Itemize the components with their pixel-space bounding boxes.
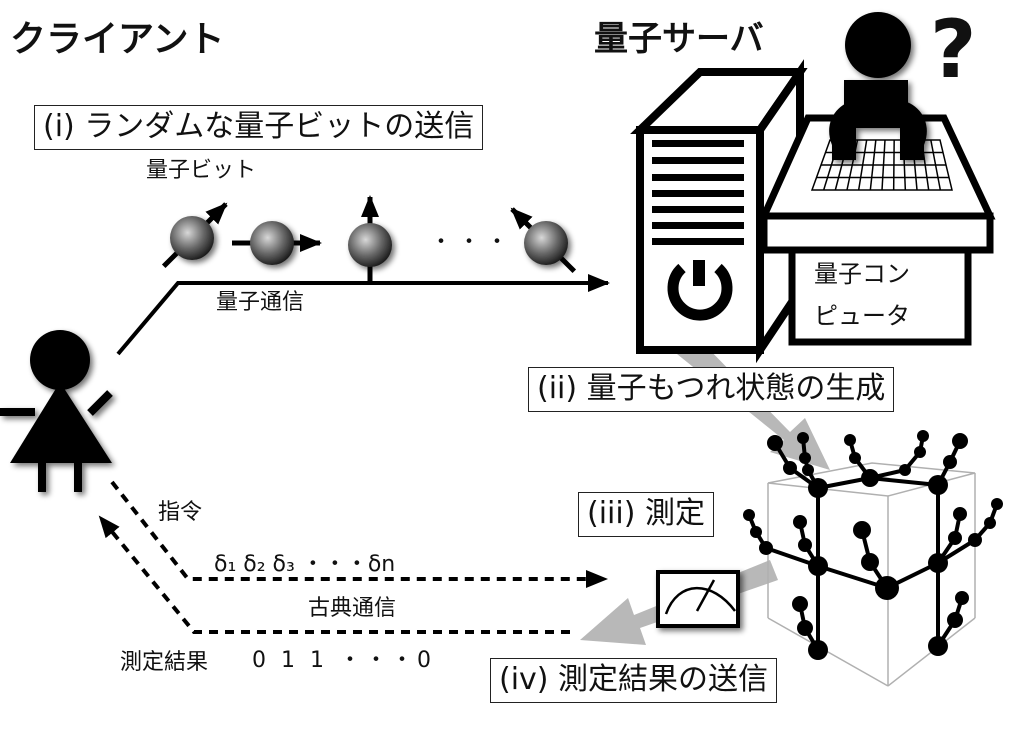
client-title: クライアント [10, 19, 225, 60]
graph-node [743, 509, 755, 521]
graph-node [875, 576, 899, 600]
keyboard-col-line [892, 139, 895, 191]
server-vent-lines [652, 140, 744, 245]
graph-node [899, 464, 911, 476]
delta-sequence: δ₁ δ₂ δ₃ ・・・δn [214, 552, 396, 577]
quantum-computer-desk [758, 114, 996, 346]
power-icon [667, 260, 733, 321]
graph-node [943, 455, 957, 469]
qubit-sphere-icon [170, 216, 214, 260]
graph-node [947, 612, 963, 628]
step-i-label: (i) ランダムな量子ビットの送信 [34, 105, 484, 150]
qubit-right [232, 221, 322, 265]
graph-node [861, 553, 879, 571]
keyboard-col-line [857, 139, 868, 191]
qubit-up [348, 195, 392, 285]
graph-node [849, 452, 861, 464]
server-operator-figure [829, 12, 927, 160]
instruction-label: 指令 [158, 500, 203, 525]
qubit-up-right [161, 202, 228, 269]
graph-node [991, 498, 1003, 510]
qubit-sphere-icon [524, 221, 568, 265]
step-iii-label: (iii) 測定 [578, 492, 714, 537]
graph-node [844, 434, 856, 446]
graph-node [767, 435, 783, 451]
graph-node [797, 432, 809, 444]
graph-node [808, 556, 828, 576]
graph-node [808, 478, 828, 498]
instruction-dashed-arrow[interactable] [110, 480, 608, 588]
graph-node [853, 521, 871, 539]
graph-node [928, 475, 948, 495]
graph-node [952, 433, 968, 449]
quantum-computer-label-line2: ピュータ [814, 302, 910, 330]
keyboard-col-line [930, 139, 942, 191]
graph-node [750, 526, 762, 538]
client-figure [0, 330, 113, 492]
graph-node [928, 553, 948, 573]
graph-node [808, 640, 828, 660]
graph-node [861, 469, 879, 487]
graph-node [783, 461, 797, 475]
qubit-up-left [510, 207, 577, 274]
measurement-meter-icon [656, 570, 740, 628]
server-title: 量子サーバ [594, 19, 764, 59]
step-iv-label: (iv) 測定結果の送信 [490, 658, 778, 703]
step-ii-label: (ii) 量子もつれ状態の生成 [528, 367, 895, 412]
qubit-ellipsis: ・・・ [430, 230, 515, 255]
graph-node [797, 620, 813, 636]
graph-node [948, 531, 962, 545]
measurement-result-label: 測定結果 [120, 650, 209, 675]
graph-node [759, 541, 773, 555]
result-bits: 0 1 1 ・・・0 [252, 648, 435, 673]
graph-node [914, 446, 926, 458]
graph-node [917, 430, 929, 442]
qubit-sphere-icon [348, 223, 392, 267]
graph-node [798, 538, 812, 552]
graph-node [792, 596, 808, 612]
graph-node [953, 507, 967, 521]
graph-node [799, 452, 811, 464]
classical-comm-label: 古典通信 [308, 596, 397, 621]
quantum-channel-arrow[interactable] [116, 274, 610, 356]
result-dashed-arrow[interactable] [98, 515, 570, 634]
question-mark-icon: ? [930, 3, 977, 96]
graph-node [984, 517, 996, 529]
graph-node [955, 591, 969, 605]
qubit-row [161, 195, 577, 285]
quantum-comm-label: 量子通信 [216, 290, 305, 315]
keyboard-col-line [881, 139, 886, 191]
quantum-computer-label-line1: 量子コン [814, 260, 910, 288]
graph-node [968, 533, 982, 547]
keyboard-col-line [869, 139, 877, 191]
qubit-label: 量子ビット [146, 158, 257, 183]
graph-node [802, 464, 814, 476]
graph-node [793, 515, 807, 529]
graph-node [928, 636, 948, 656]
qubit-sphere-icon [250, 221, 294, 265]
graph-nodes [743, 430, 1003, 660]
